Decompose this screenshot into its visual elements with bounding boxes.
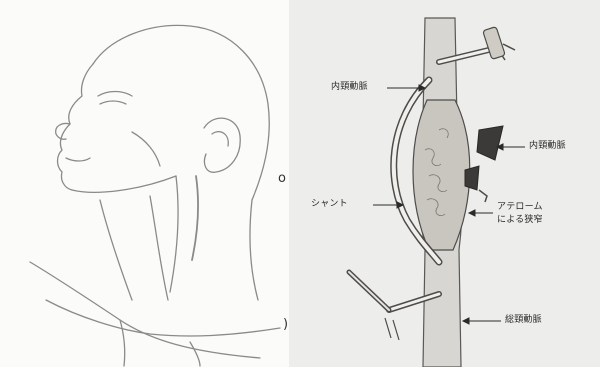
incision-line — [192, 176, 198, 260]
sternocleido-line — [150, 196, 168, 300]
face-profile — [58, 64, 94, 190]
head-outline — [93, 25, 269, 200]
external-carotid-plaque — [477, 126, 503, 160]
head-neck-drawing — [0, 0, 289, 367]
label-common-carotid: 総頸動脈 — [505, 315, 542, 325]
jaw-line — [72, 176, 176, 192]
shoulder-line — [30, 262, 260, 358]
eye-line — [100, 101, 126, 104]
carotid-shunt-drawing — [289, 0, 600, 367]
label-internal-carotid: 内頸動脈 — [331, 82, 368, 92]
margin-mark-top: o — [278, 172, 286, 185]
chest-line — [120, 320, 125, 366]
label-shunt: シャント — [311, 199, 348, 209]
head-neck-illustration: o ) — [0, 0, 289, 367]
brow-line — [98, 92, 132, 97]
margin-mark-bottom: ) — [283, 318, 288, 331]
clavicle-line — [46, 300, 280, 336]
neck-back — [250, 200, 258, 300]
chest-line-2 — [190, 342, 200, 366]
label-atheroma-line2: による狭窄 — [497, 215, 543, 225]
label-atheroma-line1: アテローム — [497, 202, 543, 212]
carotid-shunt-illustration: 内頸動脈 内頸動脈 シャント アテローム による狭窄 総頸動脈 — [289, 0, 600, 367]
ear-inner — [212, 132, 228, 146]
arteriotomy — [413, 100, 470, 250]
cheek-line — [132, 132, 160, 166]
mouth-line — [66, 158, 90, 161]
neck-front — [170, 176, 178, 292]
throat-line — [100, 200, 132, 300]
ear-outline — [204, 118, 240, 172]
label-external-carotid: 内頸動脈 — [529, 141, 566, 151]
